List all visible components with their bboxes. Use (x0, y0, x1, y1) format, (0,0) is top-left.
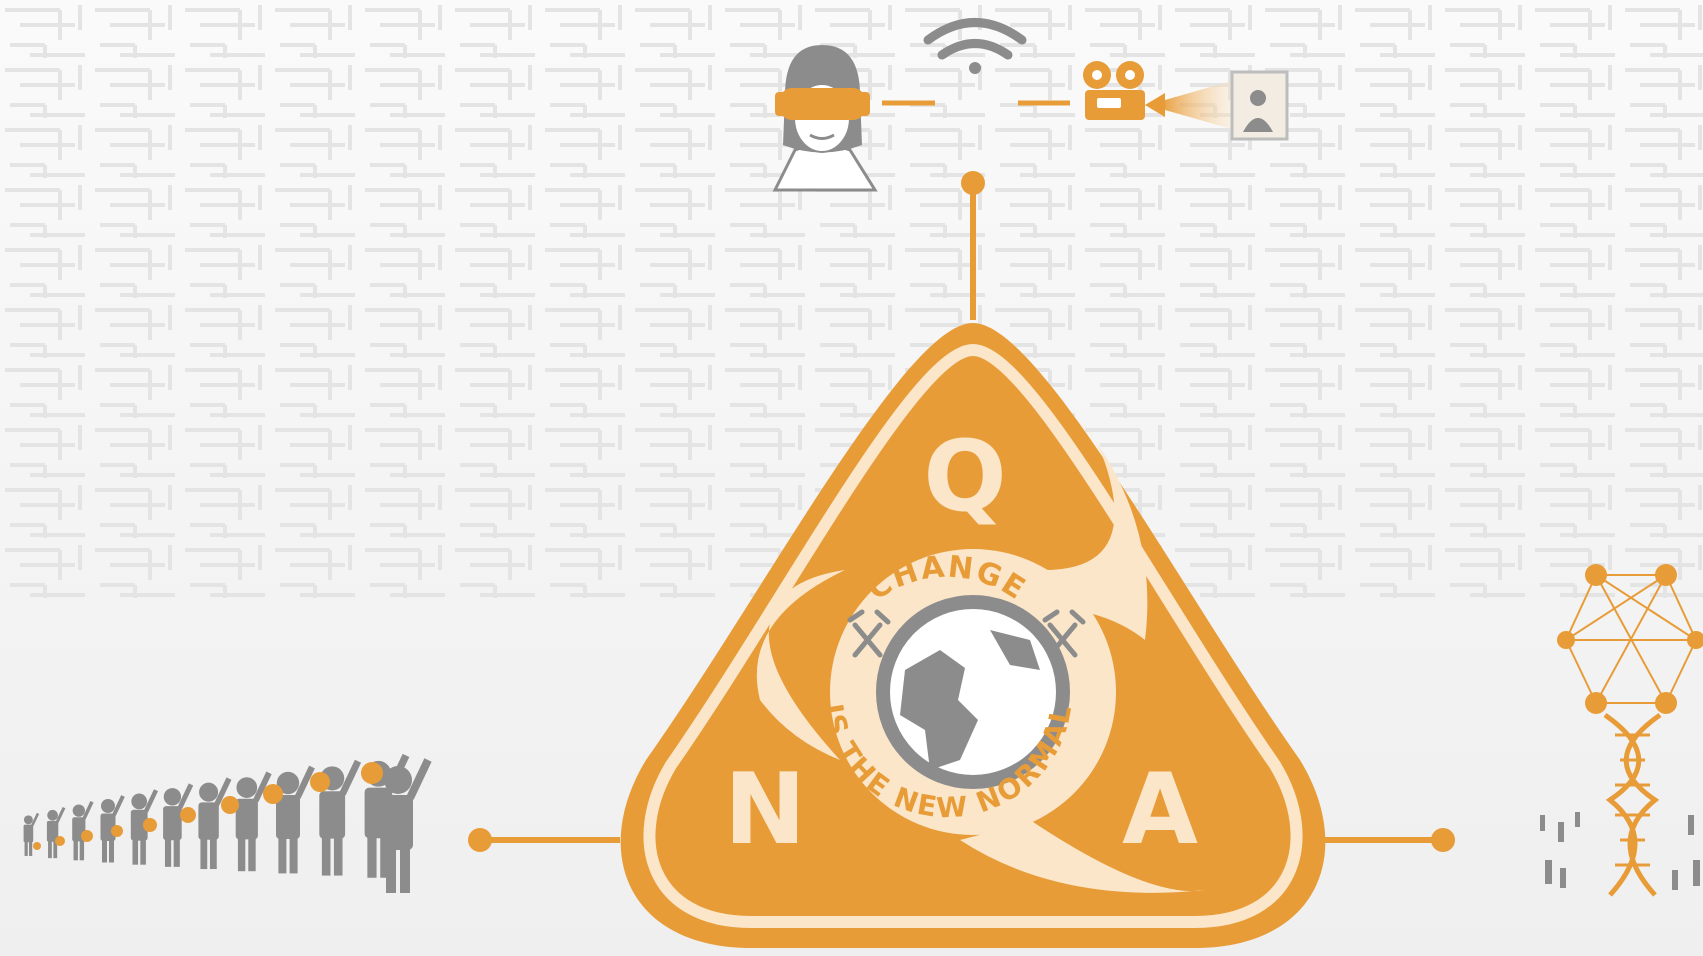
connector-left (468, 828, 620, 852)
letter-q: Q (923, 420, 1006, 534)
dna-network-icon (1540, 564, 1703, 897)
connector-top (961, 171, 985, 320)
connector-right (1310, 828, 1455, 852)
tools-icon-left (847, 609, 891, 658)
letter-n: N (724, 753, 806, 867)
tools-icon-right (1042, 609, 1086, 658)
letter-a: A (1122, 753, 1198, 867)
logo-swirl-bottom (960, 820, 1205, 893)
logo-swirl-left (756, 570, 845, 760)
wifi-icon (923, 18, 1027, 74)
globe-continents (900, 630, 1040, 770)
logo-swirl-top-right (973, 420, 1148, 640)
video-camera-icon (1083, 61, 1289, 141)
growing-crowd-icon (23, 753, 432, 893)
vr-headset-user-icon (772, 45, 878, 192)
qna-logo: CHANGE IS THE NEW NORMAL Q N A (620, 323, 1326, 948)
